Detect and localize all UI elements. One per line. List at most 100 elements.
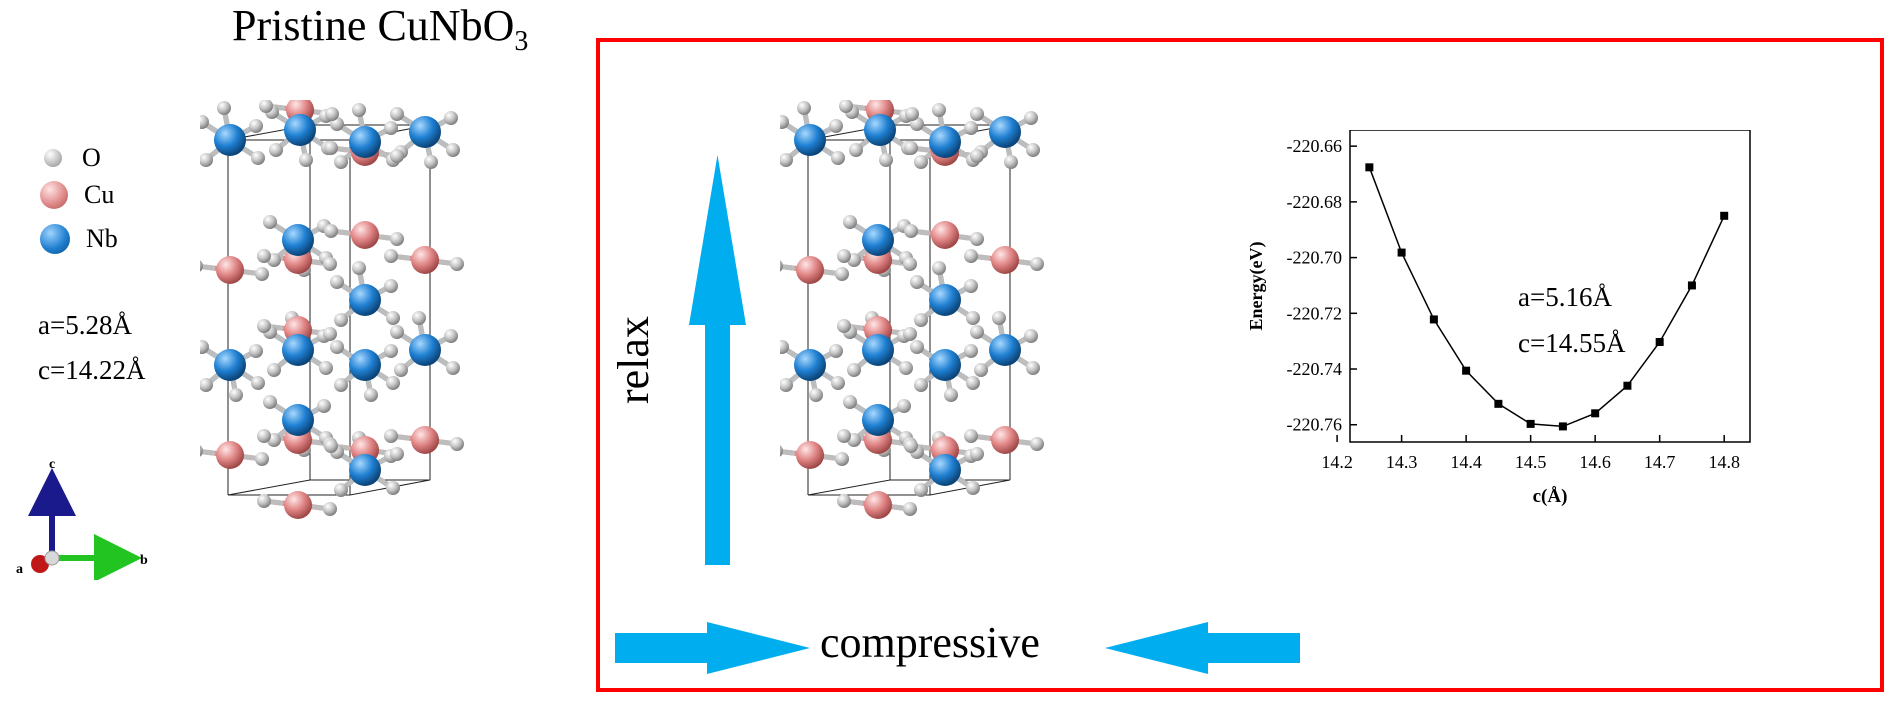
o-atom	[970, 325, 984, 339]
o-atom	[263, 395, 277, 409]
nb-atom	[349, 454, 381, 486]
o-atom	[384, 344, 398, 358]
nb-atom	[349, 349, 381, 381]
nb-atom	[989, 116, 1021, 148]
x-tick-label: 14.6	[1579, 452, 1611, 472]
data-point	[1526, 419, 1535, 428]
data-point	[1494, 399, 1503, 408]
o-atom	[334, 313, 348, 327]
cu-atom	[411, 246, 439, 274]
cu-atom	[216, 256, 244, 284]
nb-atom	[282, 404, 314, 436]
axis-label-c: c	[49, 457, 55, 472]
cu-atom-icon	[40, 181, 68, 209]
o-atom	[450, 257, 464, 271]
a-axis-marker	[31, 555, 49, 573]
x-tick-label: 14.2	[1321, 452, 1353, 472]
o-atom	[269, 143, 283, 157]
compress-arrow-right-icon	[615, 622, 810, 674]
nb-atom	[864, 114, 896, 146]
y-tick-label: -220.70	[1287, 248, 1343, 268]
o-atom	[257, 494, 271, 508]
o-atom	[974, 363, 988, 377]
relax-label: relax	[609, 316, 658, 404]
o-atom	[964, 249, 978, 263]
nb-atom	[214, 124, 246, 156]
o-atom	[837, 494, 851, 508]
o-atom	[200, 153, 213, 167]
o-atom	[970, 149, 984, 163]
o-atom	[384, 249, 398, 263]
relaxed-panel-frame	[596, 38, 1884, 692]
plot-frame	[1349, 130, 1751, 443]
cu-atom	[216, 441, 244, 469]
o-atom	[324, 224, 338, 238]
cu-atom	[284, 491, 312, 519]
o-atom	[897, 399, 911, 413]
o-atom	[386, 376, 400, 390]
relaxed-a-param: a=5.16Å	[1518, 282, 1612, 312]
o-atom	[964, 429, 978, 443]
o-atom	[964, 121, 978, 135]
o-atom	[394, 363, 408, 377]
data-point	[1623, 381, 1632, 390]
o-atom	[797, 101, 811, 115]
o-atom	[905, 107, 919, 121]
o-atom	[879, 153, 893, 167]
o-atom	[200, 445, 203, 457]
y-tick-label: -220.74	[1287, 359, 1343, 379]
o-atom	[914, 483, 928, 497]
o-atom	[899, 361, 913, 375]
o-atom	[849, 143, 863, 157]
o-atom	[229, 388, 243, 402]
o-atom	[1024, 329, 1038, 343]
o-atom	[384, 121, 398, 135]
o-atom	[780, 153, 793, 167]
o-atom	[263, 215, 277, 229]
o-atom	[903, 327, 917, 341]
o-atom	[412, 311, 426, 325]
o-atom	[780, 378, 793, 392]
o-atom	[831, 151, 845, 165]
chart-points	[1365, 163, 1729, 431]
o-atom	[970, 447, 984, 461]
o-atom	[259, 100, 273, 113]
o-atom	[324, 439, 338, 453]
data-point	[1462, 366, 1471, 375]
cu-atom	[796, 256, 824, 284]
o-atom	[903, 502, 917, 516]
o-atom	[837, 319, 851, 333]
pristine-c-param: c=14.22Å	[38, 355, 146, 385]
x-tick-label: 14.3	[1386, 452, 1418, 472]
o-atom	[251, 151, 265, 165]
cu-atom	[864, 491, 892, 519]
relaxed-c-param: c=14.55Å	[1518, 328, 1626, 358]
o-atom	[334, 378, 348, 392]
cu-atom	[796, 441, 824, 469]
data-point	[1365, 163, 1374, 172]
compress-arrow-left-icon	[1105, 622, 1300, 674]
nb-atom	[349, 126, 381, 158]
nb-atom	[282, 224, 314, 256]
o-atom	[384, 279, 398, 293]
o-atom	[966, 311, 980, 325]
o-atom	[390, 107, 404, 121]
cu-atom	[991, 426, 1019, 454]
y-tick-label: -220.72	[1287, 303, 1343, 323]
o-atom	[837, 249, 851, 263]
y-tick-label: -220.76	[1287, 415, 1343, 435]
o-atom	[914, 378, 928, 392]
nb-atom	[284, 114, 316, 146]
o-atom	[352, 103, 366, 117]
data-point	[1720, 211, 1729, 220]
nb-atom	[794, 124, 826, 156]
nb-atom	[929, 126, 961, 158]
o-atom	[847, 363, 861, 377]
nb-atom	[862, 404, 894, 436]
o-atom	[809, 388, 823, 402]
o-atom	[829, 344, 843, 358]
o-atom	[910, 275, 924, 289]
o-atom	[904, 141, 918, 155]
o-atom	[904, 224, 918, 238]
